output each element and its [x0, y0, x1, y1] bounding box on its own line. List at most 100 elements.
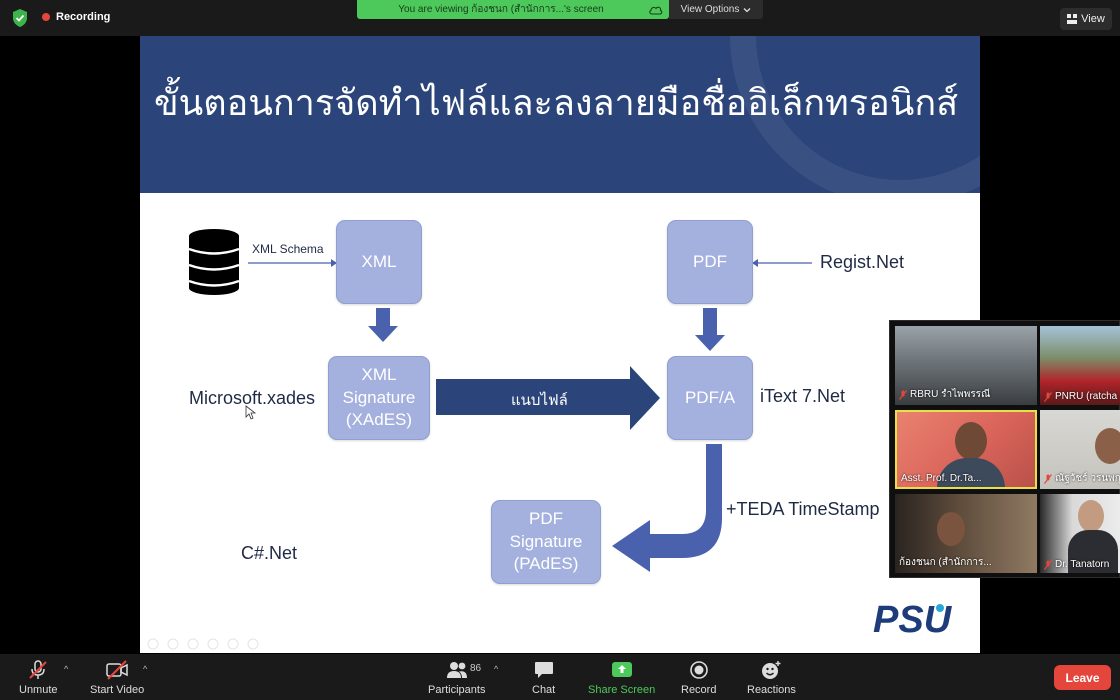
view-options-label: View Options: [680, 4, 740, 15]
participant-head: [1095, 428, 1120, 464]
start-video-label: Start Video: [90, 684, 145, 696]
view-button-label: View: [1081, 13, 1105, 25]
csharp-label: C#.Net: [241, 543, 298, 563]
recording-indicator[interactable]: Recording: [42, 11, 110, 23]
record-label: Record: [681, 684, 717, 696]
pdfa-box-label: PDF/A: [684, 387, 736, 407]
pdf-signature-line3: (PAdES): [513, 554, 579, 574]
xml-box-label: XML: [361, 251, 397, 271]
chat-icon: [534, 662, 553, 678]
meeting-toolbar: Unmute ^ Start Video ^ Participants 86 ^…: [0, 654, 1120, 700]
teda-timestamp-label: +TEDA TimeStamp: [726, 499, 880, 519]
mic-off-icon: [1044, 473, 1052, 484]
microsoft-xades-label: Microsoft.xades: [189, 388, 316, 408]
shared-slide: ขั้นตอนการจัดทำไฟล์และลงลายมือชื่ออิเล็ก…: [140, 36, 980, 653]
participant-name: ณัฐวัชร์ วรนพกุล: [1044, 471, 1120, 486]
participant-head: [937, 512, 965, 546]
itext-label: iText 7.Net: [760, 386, 846, 406]
share-screen-icon: [611, 662, 632, 677]
xml-signature-line2: Signature: [342, 387, 416, 407]
smiley-plus-icon: [762, 661, 781, 679]
participant-tile-active-speaker[interactable]: Asst. Prof. Dr.Ta...: [895, 410, 1037, 489]
video-options-caret-icon[interactable]: ^: [143, 664, 148, 674]
recording-label: Recording: [56, 11, 111, 23]
chevron-down-icon: [743, 7, 751, 12]
viewing-banner-text: You are viewing ก้องชนก (สำนักการ...'s s…: [398, 4, 604, 15]
pdf-signature-box: PDF Signature (PAdES): [491, 500, 601, 584]
participant-tile[interactable]: PNRU (ratcha: [1040, 326, 1120, 405]
participant-tile[interactable]: Dr. Tanatorn: [1040, 494, 1120, 573]
pdf-box: PDF: [667, 220, 753, 304]
unmute-button[interactable]: Unmute: [19, 660, 58, 696]
participant-name-text: Dr. Tanatorn: [1055, 559, 1110, 570]
diagram-arrows: PSU: [147, 229, 953, 650]
record-icon: [689, 661, 708, 679]
participant-head: [1078, 500, 1104, 532]
xml-schema-label: XML Schema: [252, 242, 324, 256]
participant-name: Asst. Prof. Dr.Ta...: [901, 473, 982, 484]
mic-off-icon: [899, 389, 907, 400]
chat-label: Chat: [532, 684, 556, 696]
regist-net-label: Regist.Net: [820, 252, 905, 272]
participant-tile[interactable]: ก้องชนก (สำนักการ...: [895, 494, 1037, 573]
participant-name: PNRU (ratcha: [1044, 391, 1117, 402]
database-icon: [188, 229, 240, 295]
participant-count: 86: [470, 663, 482, 674]
shield-icon[interactable]: [10, 8, 30, 28]
xml-signature-box: XML Signature (XAdES): [328, 356, 430, 440]
pdf-box-label: PDF: [693, 251, 727, 271]
viewing-banner: You are viewing ก้องชนก (สำนักการ...'s s…: [357, 0, 669, 19]
psu-logo: PSU: [873, 599, 953, 641]
participants-caret-icon[interactable]: ^: [494, 664, 499, 674]
unmute-label: Unmute: [19, 684, 58, 696]
video-gallery[interactable]: RBRU รำไพพรรณี PNRU (ratcha Asst. Prof. …: [889, 320, 1120, 578]
pdf-signature-line1: PDF: [529, 508, 563, 528]
view-options-button[interactable]: View Options: [669, 0, 763, 19]
participant-name-text: ก้องชนก (สำนักการ...: [899, 557, 992, 568]
attach-file-label: แนบไฟล์: [511, 392, 568, 409]
attach-file-arrow: [436, 366, 660, 430]
grid-icon: [1067, 14, 1078, 24]
chat-button[interactable]: Chat: [532, 660, 555, 696]
xml-signature-line3: (XAdES): [345, 410, 413, 430]
mic-off-icon: [1044, 391, 1052, 402]
cloud-icon: [649, 6, 663, 15]
pdfa-box: PDF/A: [667, 356, 753, 440]
participant-name-text: PNRU (ratcha: [1055, 391, 1118, 402]
participant-name-text: RBRU รำไพพรรณี: [910, 389, 991, 400]
slide-title: ขั้นตอนการจัดทำไฟล์และลงลายมือชื่ออิเล็ก…: [154, 82, 959, 123]
reactions-label: Reactions: [747, 684, 796, 696]
pdf-signature-line2: Signature: [509, 531, 583, 551]
participant-tile[interactable]: ณัฐวัชร์ วรนพกุล: [1040, 410, 1120, 489]
participant-name: Dr. Tanatorn: [1044, 559, 1109, 570]
participant-name: RBRU รำไพพรรณี: [899, 387, 990, 402]
slide-nav-controls: [147, 638, 259, 650]
start-video-button[interactable]: Start Video: [90, 660, 144, 696]
share-screen-label: Share Screen: [588, 684, 656, 696]
record-dot-icon: [42, 13, 50, 21]
participant-name-text: ณัฐวัชร์ วรนพกุล: [1055, 473, 1120, 484]
top-bar: Recording You are viewing ก้องชนก (สำนัก…: [0, 0, 1120, 36]
participant-tile[interactable]: RBRU รำไพพรรณี: [895, 326, 1037, 405]
curved-arrow: [612, 444, 722, 572]
view-button[interactable]: View: [1060, 8, 1112, 30]
mic-off-icon: [1044, 559, 1052, 570]
participant-head: [955, 422, 987, 460]
record-button[interactable]: Record: [681, 660, 716, 696]
participants-button[interactable]: Participants: [428, 660, 485, 696]
xml-signature-line1: XML: [361, 364, 397, 384]
participant-name-text: Asst. Prof. Dr.Ta...: [901, 473, 982, 484]
leave-button[interactable]: Leave: [1054, 665, 1111, 690]
video-off-icon: [106, 660, 128, 680]
pdf-down-arrow: [695, 308, 725, 351]
xml-down-arrow: [368, 308, 398, 342]
audio-options-caret-icon[interactable]: ^: [64, 664, 69, 674]
participant-name: ก้องชนก (สำนักการ...: [899, 555, 992, 570]
xml-box: XML: [336, 220, 422, 304]
mouse-cursor-icon: [245, 405, 257, 420]
participant-body: [1068, 530, 1118, 573]
participants-label: Participants: [428, 684, 486, 696]
slide-header: ขั้นตอนการจัดทำไฟล์และลงลายมือชื่ออิเล็ก…: [140, 36, 980, 193]
reactions-button[interactable]: Reactions: [747, 660, 796, 696]
share-screen-button[interactable]: Share Screen: [588, 660, 655, 696]
